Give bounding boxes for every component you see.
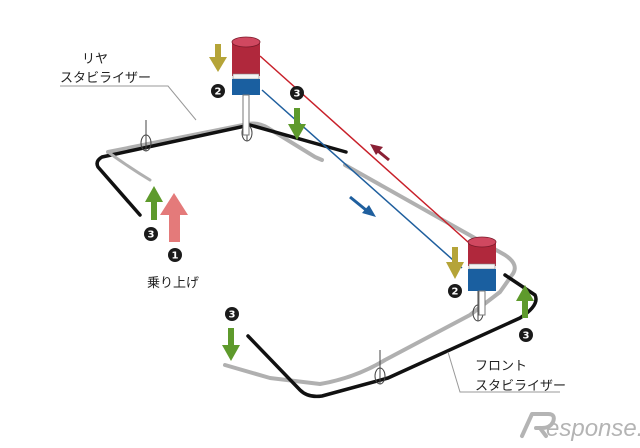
rear-stabilizer-leader-line bbox=[60, 85, 197, 121]
front-stabilizer-label-line2: スタビライザー bbox=[475, 379, 566, 394]
green-arrow-down-front-left bbox=[222, 328, 240, 361]
green-arrow-up-rear-left bbox=[145, 186, 163, 220]
rear-cylinder-red-chamber bbox=[232, 42, 260, 76]
rear-cylinder-rod bbox=[242, 94, 250, 136]
ride-up-arrow bbox=[160, 193, 188, 242]
front-stabilizer-dark-bar bbox=[246, 273, 538, 399]
hydraulic-line-blue bbox=[261, 89, 463, 269]
svg-text:2: 2 bbox=[452, 287, 459, 298]
rear-stabilizer-label-line2: スタビライザー bbox=[60, 71, 151, 86]
marker-3-rear-left: 3 bbox=[144, 227, 158, 241]
svg-text:2: 2 bbox=[215, 87, 222, 98]
rear-cylinder-piston bbox=[232, 73, 260, 80]
rear-cylinder-blue-chamber bbox=[232, 79, 260, 95]
rear-cylinder-top bbox=[231, 36, 261, 48]
marker-3-front-left: 3 bbox=[225, 307, 239, 321]
front-cylinder-blue-chamber bbox=[468, 269, 496, 291]
front-cylinder bbox=[467, 236, 497, 316]
olive-arrow-rear bbox=[209, 44, 227, 72]
svg-text:3: 3 bbox=[294, 89, 301, 100]
marker-1-ride-up: 1 bbox=[168, 248, 182, 262]
rear-stabilizer-dark-bar bbox=[95, 123, 348, 217]
front-stabilizer-gray-bar bbox=[223, 163, 517, 386]
marker-2-front-cylinder: 2 bbox=[448, 284, 462, 298]
svg-text:3: 3 bbox=[229, 310, 236, 321]
front-stabilizer-leader-line bbox=[447, 351, 560, 393]
front-cylinder-rod bbox=[478, 290, 486, 316]
svg-text:3: 3 bbox=[148, 230, 155, 241]
ride-up-label: 乗り上げ bbox=[147, 276, 199, 291]
front-stabilizer-label-line1: フロント bbox=[475, 359, 527, 374]
response-logo: esponse. bbox=[520, 412, 640, 442]
svg-text:1: 1 bbox=[172, 251, 179, 262]
front-stabilizer bbox=[223, 163, 538, 399]
front-cylinder-piston bbox=[468, 263, 496, 270]
front-cylinder-top bbox=[467, 236, 497, 248]
green-arrow-up-front-right bbox=[516, 285, 534, 318]
hydraulic-line-red bbox=[259, 55, 469, 243]
rear-stabilizer-gray-side bbox=[106, 150, 152, 182]
rear-stabilizer-gray-bar bbox=[106, 121, 324, 162]
green-arrow-down-rear-right bbox=[288, 108, 306, 140]
response-logo-r-mark bbox=[520, 412, 556, 438]
flow-arrow-maroon bbox=[370, 144, 390, 162]
marker-3-front-right: 3 bbox=[519, 328, 533, 342]
flow-arrow-blue bbox=[349, 195, 376, 217]
response-logo-text: esponse. bbox=[546, 415, 640, 442]
rear-stabilizer bbox=[95, 115, 348, 217]
svg-text:3: 3 bbox=[523, 331, 530, 342]
marker-3-rear-right: 3 bbox=[290, 86, 304, 100]
marker-2-rear-cylinder: 2 bbox=[211, 84, 225, 98]
olive-arrow-front bbox=[446, 247, 464, 279]
rear-cylinder bbox=[231, 36, 261, 136]
rear-stabilizer-label-line1: リヤ bbox=[82, 52, 108, 67]
